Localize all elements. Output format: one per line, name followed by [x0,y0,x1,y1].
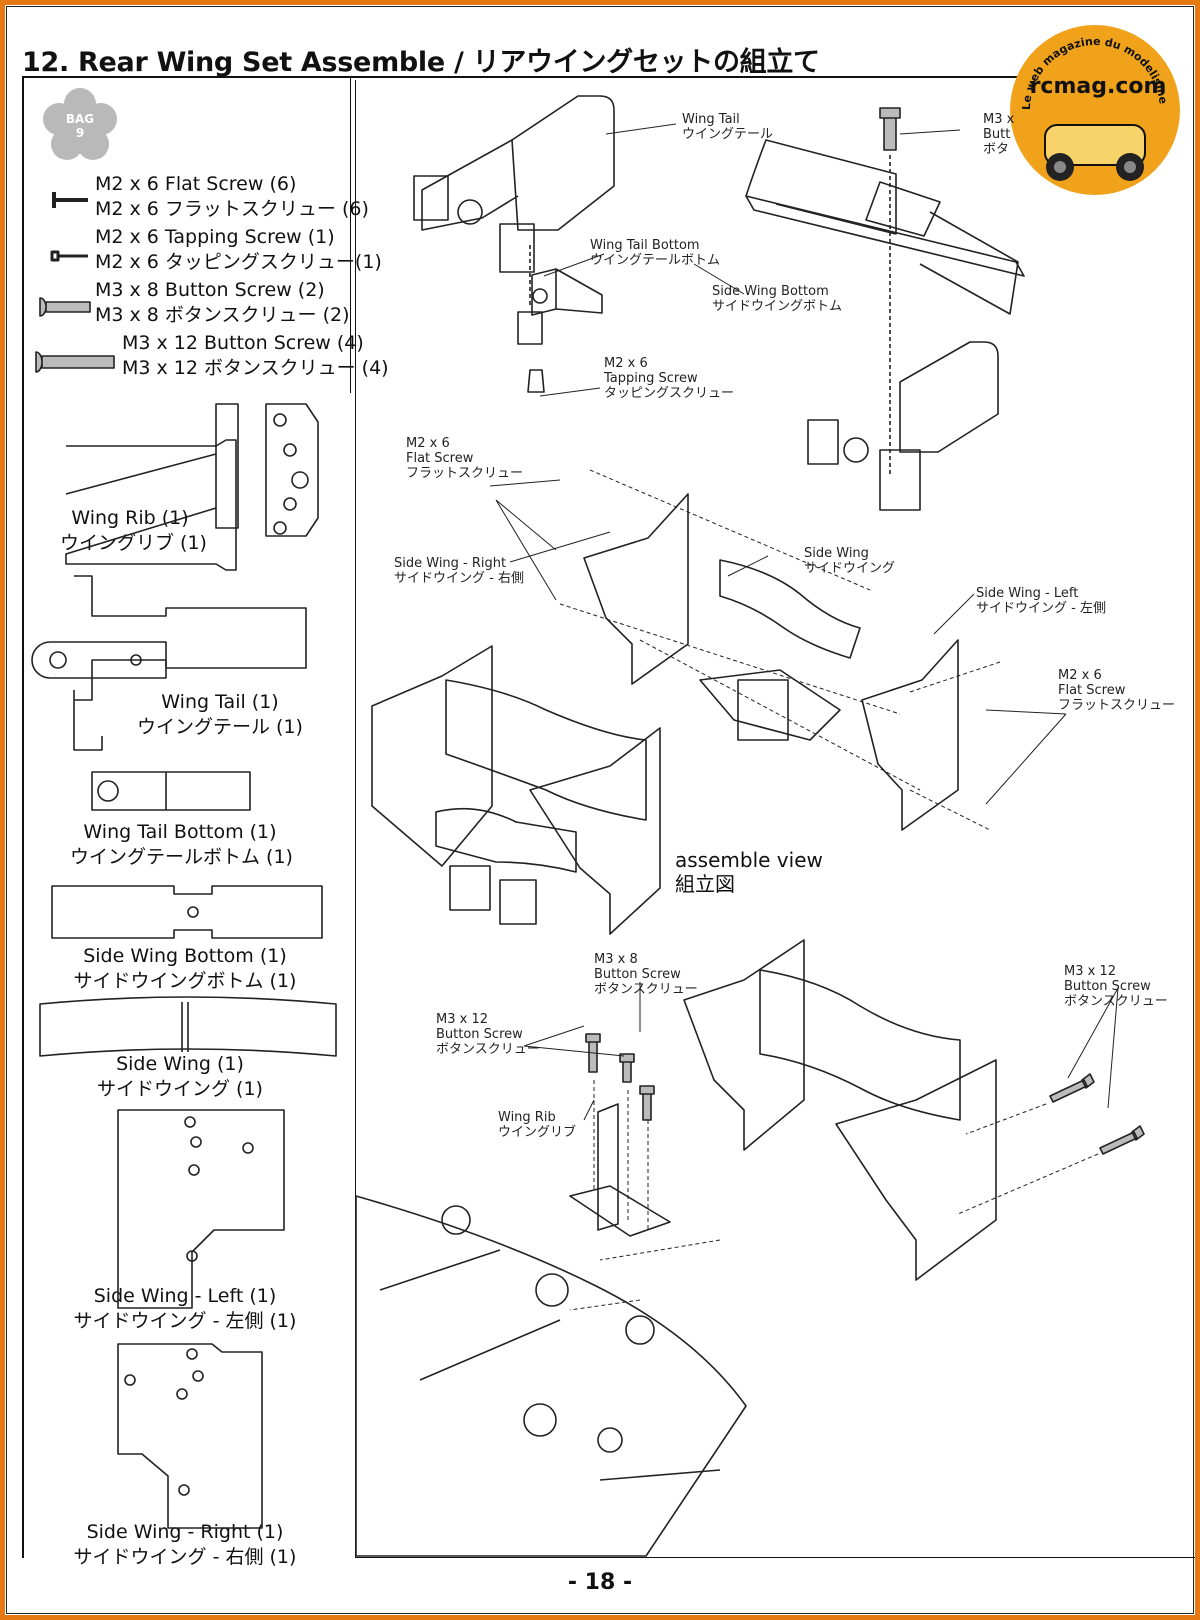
part-label-wing-tail-bottom: Wing Tail Bottom (1)ウイングテールボトム (1) [70,821,293,868]
logo-site-name: rcmag.com [1029,74,1167,99]
part-label-side-wing-bottom: Side Wing Bottom (1)サイドウイングボトム (1) [73,945,297,992]
wing-tail-bottom-drawing [91,771,251,811]
parts-column-rule [350,78,351,393]
inner-border [6,6,1194,1614]
parts-item: M3 x 8 Button Screw (2)M3 x 8 ボタンスクリュー (… [95,279,350,326]
logo-tagline-arc: Le web magazine du modelisme [1020,35,1170,181]
part-label-wing-tail: Wing Tail (1)ウイングテール (1) [137,691,303,738]
assembled-view-drawing [371,645,661,935]
parts-item: M3 x 12 Button Screw (4)M3 x 12 ボタンスクリュー… [122,332,389,379]
screw-icon [879,107,901,475]
part-label-wing-rib: Wing Rib (1)ウイングリブ (1) [60,507,207,554]
diagram-area [355,80,1195,1558]
side-wing-right-drawing [117,1343,263,1529]
side-wing-drawing [39,996,337,1057]
part-label-side-wing-right: Side Wing - Right (1)サイドウイング - 右側 (1) [73,1521,297,1568]
page-number: - 18 - [567,1570,633,1595]
wing-tail-exploded-drawing [413,95,615,393]
side-wing-exploded-drawing [583,493,959,831]
title-rule [22,76,1122,78]
screw-icon [585,1033,1145,1155]
side-wing-left-drawing [117,1109,285,1309]
part-label-side-wing: Side Wing (1)サイドウイング (1) [97,1053,263,1100]
side-wing-bottom-exploded-drawing [745,139,1025,315]
bag-flower-icon [43,88,117,160]
wing-tail-drawing [31,575,307,751]
part-label-side-wing-left: Side Wing - Left (1)サイドウイング - 左側 (1) [73,1285,297,1332]
page-title: 12. Rear Wing Set Assemble / リアウイングセットの組… [22,47,820,78]
wing-tail-second-drawing [807,341,999,511]
bottom-assembly-drawing [355,939,997,1557]
screw-icon [35,192,115,373]
side-wing-bottom-drawing [51,885,323,939]
parts-item: M2 x 6 Flat Screw (6)M2 x 6 フラットスクリュー (6… [95,173,369,220]
rcmag-logo [1010,25,1180,195]
parts-item: M2 x 6 Tapping Screw (1)M2 x 6 タッピングスクリュ… [95,226,382,273]
wing-rib-drawing [65,403,319,571]
left-column-rule [22,78,24,1558]
